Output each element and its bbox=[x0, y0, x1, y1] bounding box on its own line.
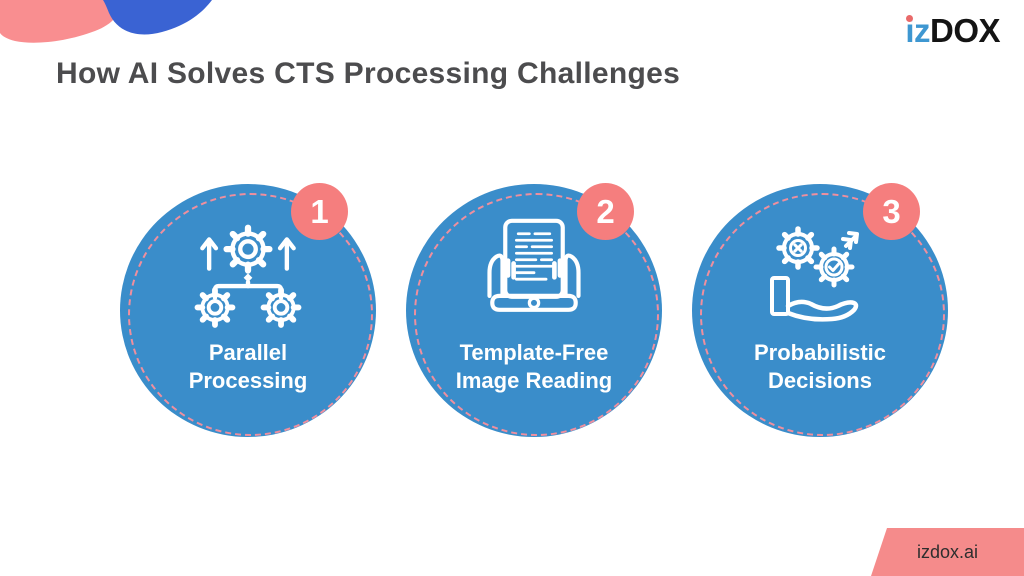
step-label: Probabilistic Decisions bbox=[753, 340, 887, 393]
step-number-badge: 2 bbox=[577, 183, 634, 240]
logo-iz-text: iz bbox=[905, 14, 930, 47]
page-title: How AI Solves CTS Processing Challenges bbox=[56, 57, 681, 90]
parallel-processing-icon bbox=[194, 224, 302, 328]
step-number-badge: 1 bbox=[291, 183, 348, 240]
footer-url: izdox.ai bbox=[916, 541, 979, 562]
logo-dox-text: DOX bbox=[929, 12, 1001, 49]
step-circle-probabilistic-decisions: Probabilistic Decisions 3 bbox=[692, 183, 948, 437]
step-circle-template-free-image-reading: Template-Free Image Reading 2 bbox=[406, 183, 662, 437]
probabilistic-decisions-icon bbox=[770, 226, 859, 322]
steps-row: Parallel Processing 1 Template-Free Imag… bbox=[120, 183, 948, 437]
template-free-image-reading-icon bbox=[487, 218, 581, 312]
corner-decoration bbox=[0, 0, 212, 43]
footer-banner: izdox.ai bbox=[871, 528, 1024, 576]
step-label: Template-Free Image Reading bbox=[455, 340, 613, 393]
step-label: Parallel Processing bbox=[188, 340, 308, 393]
logo-i-dot bbox=[906, 15, 914, 22]
step-circle-parallel-processing: Parallel Processing 1 bbox=[120, 183, 376, 437]
blue-blob bbox=[103, 0, 212, 35]
pink-blob bbox=[0, 0, 120, 43]
step-number-badge: 3 bbox=[863, 183, 920, 240]
